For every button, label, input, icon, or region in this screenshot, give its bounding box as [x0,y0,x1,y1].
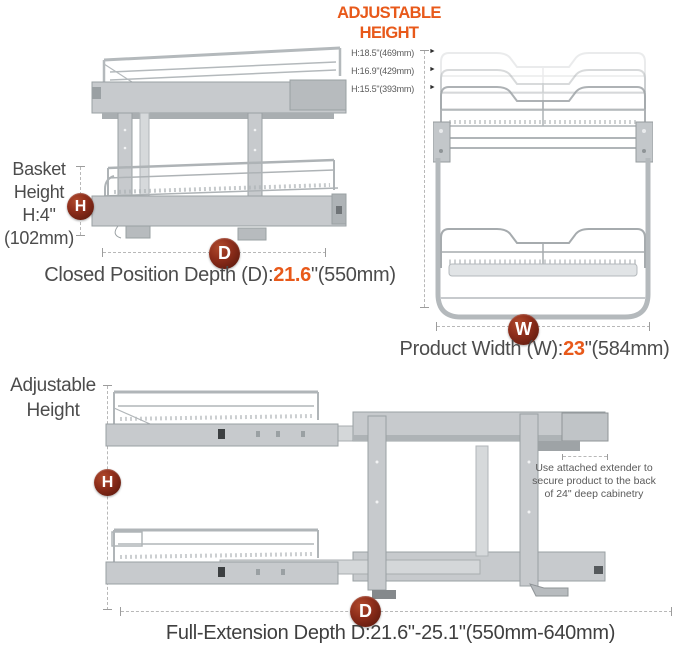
basket-height-label: Basket Height H:4" (102mm) [0,158,78,250]
adjustable-height-line-2: Height [26,400,80,421]
closed-depth-caption: Closed Position Depth (D):21.6"(550mm) [28,264,412,287]
feet [372,583,569,599]
dim-tick [420,307,429,308]
frame-top-bar-shadow [353,435,605,441]
bottom-basket [440,228,646,277]
dim-tick [76,235,85,236]
height-option-1: H:18.5"(469mm) [351,48,414,58]
dim-tick [436,322,437,331]
extender-note-line-1: Use attached extender to [535,462,653,474]
full-extension-figure [105,390,609,599]
extender-underplate [538,441,580,451]
upper-slide-rails [439,137,647,149]
dim-tick [325,248,326,257]
dim-tick [649,322,650,331]
bottom-slide-rail [91,193,347,227]
full-extension-caption: Full-Extension Depth D:21.6"-25.1"(550mm… [165,622,616,644]
adjustable-height-line-1: Adjustable [10,375,96,396]
lower-basket [105,528,339,585]
dim-tick [562,454,563,460]
depth-badge-letter: D [359,601,372,621]
dim-tick [671,607,672,616]
basket-height-line-3: H:4" [22,205,56,225]
height-badge: H [67,193,94,220]
adjustable-height-title: ADJUSTABLE HEIGHT [332,3,446,43]
adjustable-height-dim-line-right [424,51,425,307]
upper-basket [105,390,339,447]
adjustable-height-label: Adjustable Height [2,373,104,423]
width-badge: W [508,314,539,345]
basket-height-line-1: Basket [12,159,66,179]
title-line-2: HEIGHT [359,24,419,42]
width-dim-line [437,326,650,327]
dim-tick [420,50,429,51]
depth-badge-closed: D [209,238,240,269]
adjustable-height-figure [433,52,653,320]
dim-tick [607,454,608,460]
depth-badge-letter: D [218,243,231,263]
dim-tick [76,166,85,167]
closed-depth-prefix: Closed Position Depth (D): [44,264,274,286]
dim-tick [102,248,103,257]
product-width-value: 23 [563,338,585,360]
height-option-2: H:16.9"(429mm) [351,66,414,76]
arrow-right-icon: ► [429,66,436,73]
extender-note-line-3: of 24" deep cabinetry [544,488,644,500]
closed-depth-value: 21.6 [273,264,311,286]
frame-outline [435,158,651,320]
product-width-suffix: "(584mm) [584,338,670,360]
top-slide-rail [91,79,347,119]
full-extension-dim-line [121,611,672,612]
width-badge-letter: W [515,319,532,339]
bottom-basket [103,158,339,201]
depth-badge-extended: D [350,596,381,627]
extender-dim-line [563,456,607,457]
height-badge-letter: H [101,473,114,491]
extender-note-line-2: secure product to the back [532,475,656,487]
height-options-list: H:18.5"(469mm) H:16.9"(429mm) H:15.5"(39… [328,44,414,98]
closed-depth-suffix: "(550mm) [310,264,396,286]
arrow-right-icon: ► [429,84,436,91]
ghost-basket-bottom [440,86,646,127]
extender-plate [561,412,609,442]
dim-tick [103,609,112,610]
height-badge-bottom: H [94,469,121,496]
closed-position-figure [91,46,347,241]
height-badge-letter: H [74,197,87,215]
product-width-caption: Product Width (W):23"(584mm) [390,338,679,361]
basket-height-line-4: (102mm) [4,228,74,248]
extender-note: Use attached extender to secure product … [508,462,679,501]
product-width-prefix: Product Width (W): [399,338,564,360]
arrow-right-icon: ► [429,48,436,55]
title-line-1: ADJUSTABLE [337,4,441,22]
feet [114,225,267,241]
dim-tick [120,607,121,616]
top-basket [102,46,342,83]
ghost-basket-top [440,52,646,93]
adjustable-height-dim-line-bottom [107,386,108,610]
height-option-3: H:15.5"(393mm) [351,84,414,94]
side-mount-brackets [433,121,653,163]
rear-hook [594,566,603,574]
dim-tick [103,385,112,386]
basket-height-line-2: Height [13,182,65,202]
